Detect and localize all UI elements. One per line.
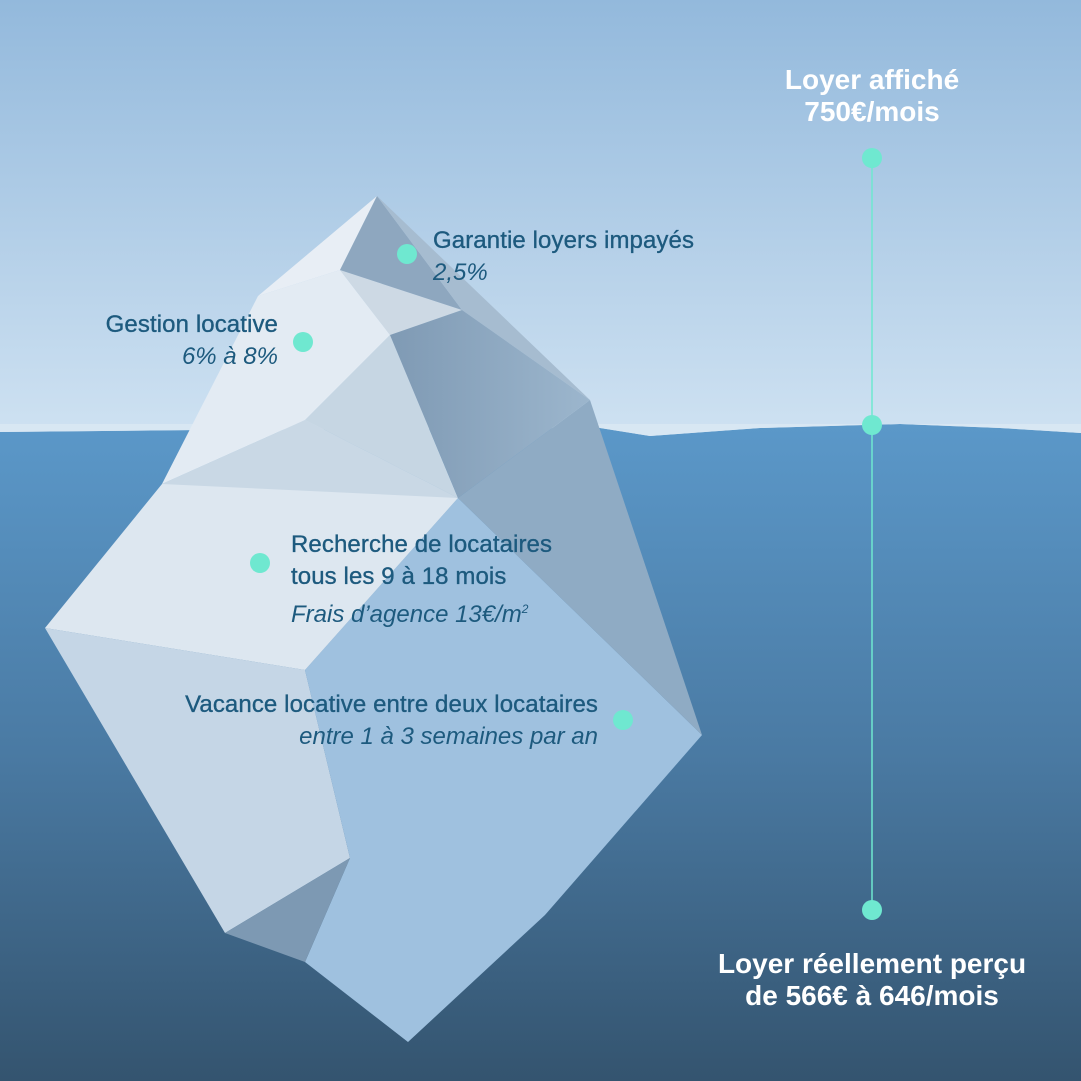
vacance-title: Vacance locative entre deux locataires [185, 691, 598, 718]
loyer-affiche-label: Loyer affiché 750€/mois [732, 64, 1012, 128]
recherche-dot [250, 553, 270, 573]
loyer-percu-line2: de 566€ à 646/mois [745, 980, 999, 1011]
garantie-title: Garantie loyers impayés [433, 227, 695, 254]
loyer-affiche-line1: Loyer affiché [784, 64, 960, 95]
recherche-title-line1: Recherche de locataires [291, 531, 553, 558]
garantie-rate: 2,5% [433, 259, 488, 286]
garantie-label: Garantie loyers impayés 2,5% [433, 225, 694, 289]
gestion-dot [293, 332, 313, 352]
gestion-title: Gestion locative [105, 311, 278, 338]
loyer-affiche-line2: 750€/mois [804, 96, 940, 127]
vacance-label: Vacance locative entre deux locataires e… [185, 689, 598, 753]
vacance-dot [613, 710, 633, 730]
garantie-dot [397, 244, 417, 264]
scale-bottom-dot [862, 900, 882, 920]
recherche-title-line2: tous les 9 à 18 mois [291, 563, 507, 590]
loyer-percu-line1: Loyer réellement perçu [717, 948, 1027, 979]
recherche-fee-text: Frais d’agence 13€/m [291, 601, 522, 628]
recherche-fee-sup: 2 [521, 602, 529, 616]
recherche-fee: Frais d’agence 13€/m2 [291, 593, 552, 631]
iceberg [45, 196, 702, 1042]
vacance-duration: entre 1 à 3 semaines par an [299, 723, 598, 750]
recherche-label: Recherche de locataires tous les 9 à 18 … [291, 529, 552, 631]
gestion-label: Gestion locative 6% à 8% [105, 309, 278, 373]
gestion-rate: 6% à 8% [181, 343, 278, 370]
scale-top-dot [862, 148, 882, 168]
loyer-percu-label: Loyer réellement perçu de 566€ à 646/moi… [700, 948, 1044, 1012]
scale-waterline-dot [862, 415, 882, 435]
